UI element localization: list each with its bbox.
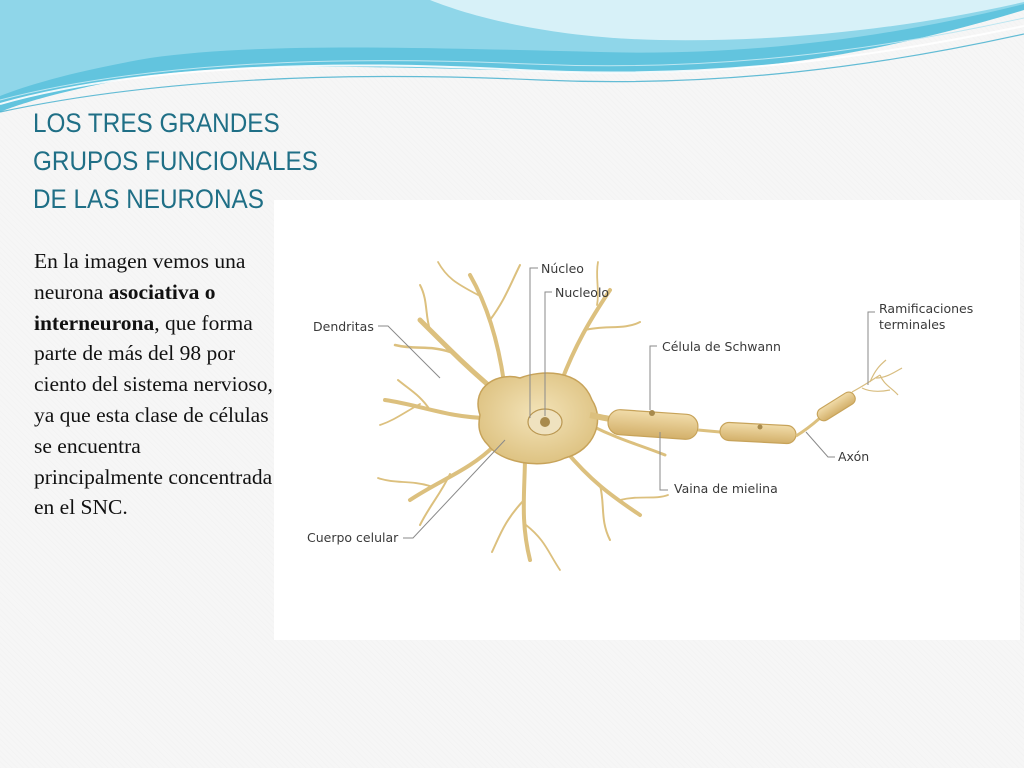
label-lines [378,267,875,539]
slide-title: LOS TRES GRANDES GRUPOS FUNCIONALES DE L… [33,104,330,218]
body-paragraph: En la imagen vemos una neurona asociativ… [34,246,274,523]
title-line-2: GRUPOS FUNCIONALES [33,146,318,176]
label-cell-body: Cuerpo celular [307,530,399,545]
label-terminal-branches-line2: terminales [879,317,945,332]
label-axon: Axón [838,449,869,464]
title-line-3: DE LAS NEURONAS [33,184,264,214]
axon [589,391,856,445]
schwann-nucleus [649,410,655,416]
nucleolus-shape [540,417,550,427]
terminal-branches [851,359,903,396]
neuron-diagram-panel: Núcleo Nucleolo Dendritas Célula de Schw… [274,200,1020,640]
neuron-diagram: Núcleo Nucleolo Dendritas Célula de Schw… [307,261,973,571]
title-line-1: LOS TRES GRANDES [33,108,280,138]
dendrites [377,261,669,571]
label-myelin-sheath: Vaina de mielina [674,481,778,496]
cell-body [477,372,599,465]
header-wave-decoration [0,0,1024,113]
body-text-intro: En la imagen vemos una neurona [34,249,246,304]
label-terminal-branches-line1: Ramificaciones [879,301,973,316]
label-nucleolus: Nucleolo [555,285,609,300]
diagram-labels: Núcleo Nucleolo Dendritas Célula de Schw… [307,261,973,545]
body-text-bold-term: asociativa o interneurona [34,279,216,335]
label-schwann-cell: Célula de Schwann [662,339,781,354]
body-text-rest: , que forma parte de más del 98 por cien… [34,310,273,520]
label-dendrites: Dendritas [313,319,374,334]
label-nucleus: Núcleo [541,261,584,276]
